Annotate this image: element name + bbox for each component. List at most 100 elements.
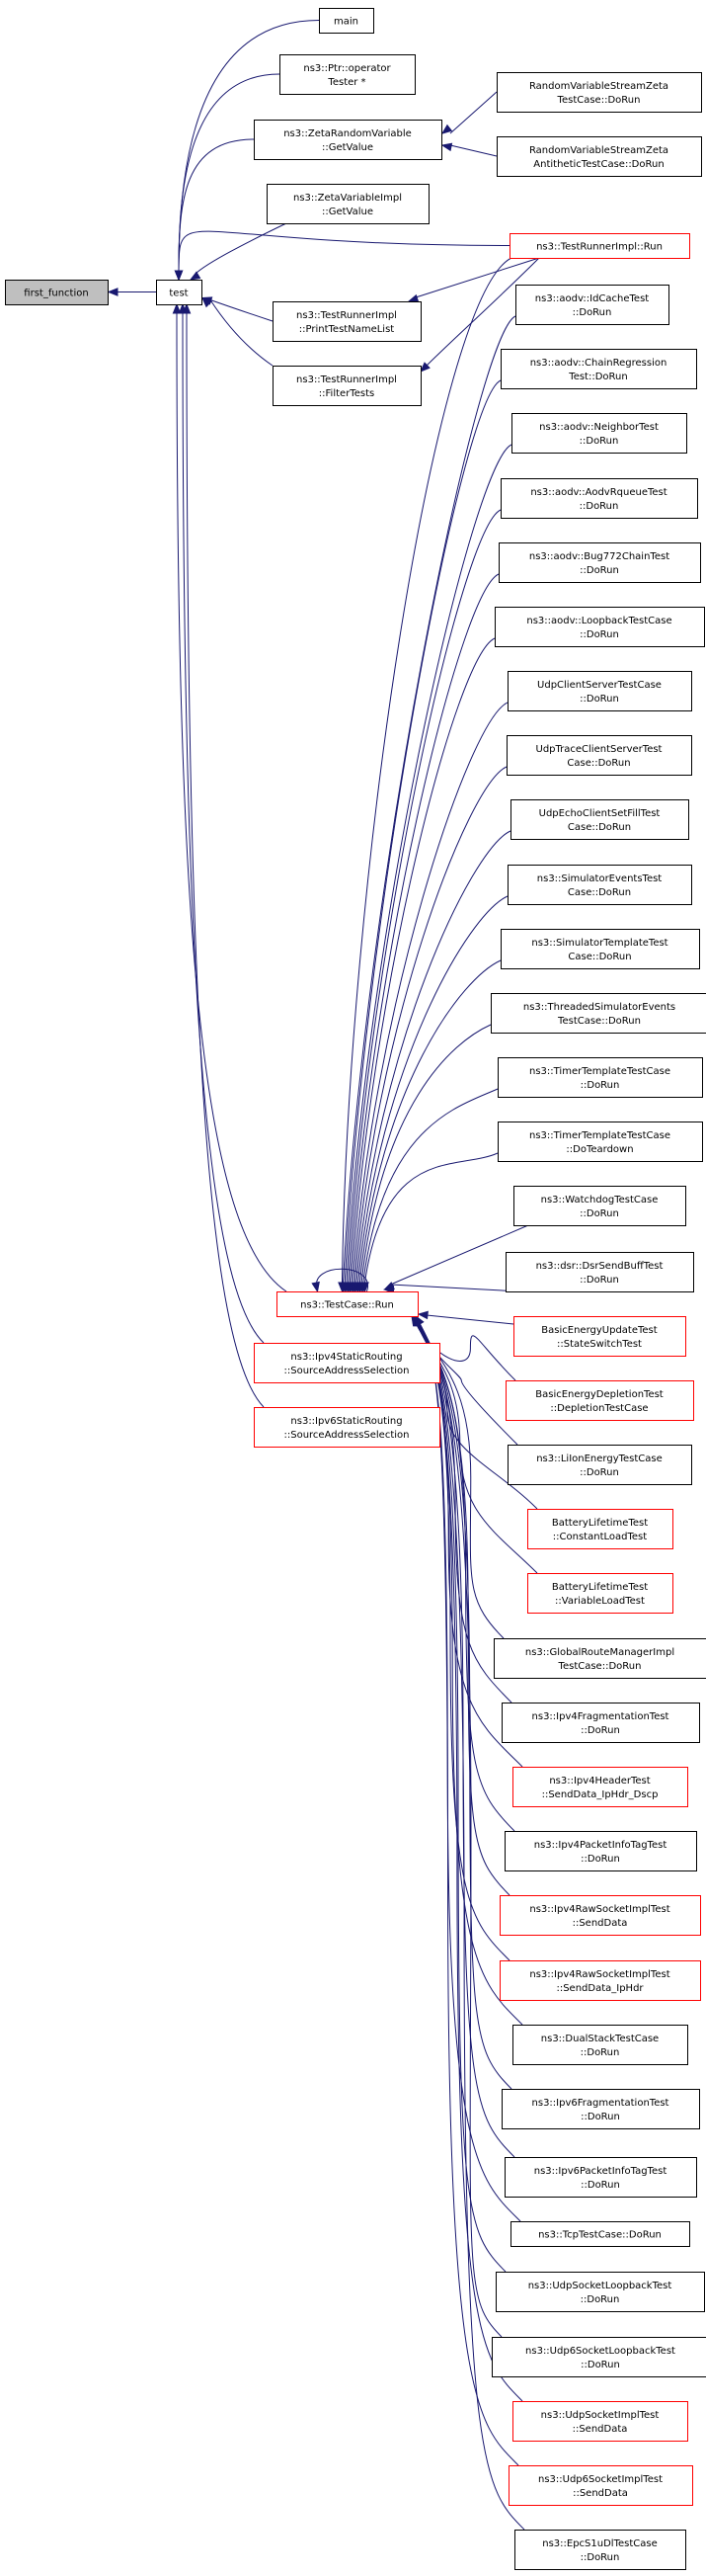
node-basic-energy-update[interactable]: BasicEnergyUpdateTest::StateSwitchTest <box>513 1316 686 1357</box>
arrowhead-icon <box>172 302 182 314</box>
node-label: ns3::Ptr::operator <box>303 63 391 74</box>
node-box <box>497 136 702 177</box>
node-box <box>511 413 687 454</box>
arrowhead-icon <box>420 362 431 373</box>
edge-udp-trace-client-server-to-testcase-run <box>353 766 508 1284</box>
node-box <box>499 542 701 583</box>
node-udp-client-server[interactable]: UdpClientServerTestCase::DoRun <box>508 671 692 711</box>
node-aodv-idcache[interactable]: ns3::aodv::IdCacheTest::DoRun <box>515 285 669 325</box>
node-tcp-testcase[interactable]: ns3::TcpTestCase::DoRun <box>510 2221 690 2247</box>
node-zeta-impl-getvalue[interactable]: ns3::ZetaVariableImpl::GetValue <box>267 184 430 224</box>
node-box <box>319 8 374 34</box>
node-aodv-neighbor[interactable]: ns3::aodv::NeighborTest::DoRun <box>511 413 687 454</box>
node-test[interactable]: test <box>156 280 202 305</box>
node-label: ns3::TestCase::Run <box>300 1300 394 1311</box>
node-epc-s1u-dl[interactable]: ns3::EpcS1uDlTestCase::DoRun <box>514 2530 686 2570</box>
node-label: UdpClientServerTestCase <box>537 680 662 691</box>
node-zeta-rv-getvalue[interactable]: ns3::ZetaRandomVariable::GetValue <box>254 120 442 160</box>
node-ipv4-raw-senddata[interactable]: ns3::Ipv4RawSocketImplTest::SendData <box>500 1895 701 1936</box>
node-ipv4-static-routing[interactable]: ns3::Ipv4StaticRouting::SourceAddressSel… <box>254 1343 440 1383</box>
node-label: ::SendData <box>573 2424 628 2435</box>
node-label: ns3::aodv::Bug772ChainTest <box>529 551 669 562</box>
node-udp6-socket-loopback[interactable]: ns3::Udp6SocketLoopbackTest::DoRun <box>492 2337 706 2377</box>
node-label: first_function <box>24 289 88 299</box>
node-dual-stack[interactable]: ns3::DualStackTestCase::DoRun <box>512 2025 688 2065</box>
arrowhead-icon <box>107 288 118 296</box>
arrowhead-icon <box>182 302 192 314</box>
node-label: RandomVariableStreamZeta <box>529 81 668 92</box>
node-timer-template-teardown[interactable]: ns3::TimerTemplateTestCase::DoTeardown <box>498 1122 703 1162</box>
node-label: ns3::TimerTemplateTestCase <box>529 1066 670 1077</box>
node-label: ns3::Ipv4StaticRouting <box>290 1352 402 1363</box>
node-main[interactable]: main <box>319 8 374 34</box>
node-label: ::DoRun <box>580 1467 619 1478</box>
node-label: ::SendData_IpHdr_Dscp <box>542 1789 659 1800</box>
node-global-route-mgr[interactable]: ns3::GlobalRouteManagerImplTestCase::DoR… <box>494 1638 706 1679</box>
edge-basic-energy-update-to-testcase-run <box>426 1314 514 1325</box>
node-rvs-zeta-antithetic[interactable]: RandomVariableStreamZetaAntitheticTestCa… <box>497 136 702 177</box>
node-box <box>500 1960 701 2001</box>
node-box <box>508 671 692 711</box>
node-filter-tests[interactable]: ns3::TestRunnerImpl::FilterTests <box>273 366 422 406</box>
node-battery-constant[interactable]: BatteryLifetimeTest::ConstantLoadTest <box>527 1509 673 1549</box>
node-box <box>501 478 698 519</box>
node-label: ns3::SimulatorEventsTest <box>537 873 663 884</box>
node-dsr-sendbuff[interactable]: ns3::dsr::DsrSendBuffTest::DoRun <box>506 1252 694 1292</box>
node-label: ::DoRun <box>580 694 619 705</box>
node-label: Case::DoRun <box>568 822 631 833</box>
node-ipv4-header[interactable]: ns3::Ipv4HeaderTest::SendData_IpHdr_Dscp <box>512 1767 688 1807</box>
node-box <box>513 1316 686 1357</box>
node-ipv4-pktinfo[interactable]: ns3::Ipv4PacketInfoTagTest::DoRun <box>505 1831 697 1871</box>
edge-watchdog-to-testcase-run <box>390 1224 529 1286</box>
node-liion-energy[interactable]: ns3::LiIonEnergyTestCase::DoRun <box>508 1445 692 1485</box>
node-box <box>508 865 692 905</box>
node-aodv-rqueue[interactable]: ns3::aodv::AodvRqueueTest::DoRun <box>501 478 698 519</box>
node-print-test-name-list[interactable]: ns3::TestRunnerImpl::PrintTestNameList <box>273 301 422 342</box>
node-udp6-socket-impl[interactable]: ns3::Udp6SocketImplTest::SendData <box>509 2465 693 2506</box>
arrowhead-icon <box>407 293 420 303</box>
edge-ipv6-static-routing-to-test <box>186 312 265 1408</box>
edge-aodv-chain-to-testcase-run <box>344 379 502 1284</box>
node-watchdog[interactable]: ns3::WatchdogTestCase::DoRun <box>513 1186 686 1226</box>
node-ipv6-static-routing[interactable]: ns3::Ipv6StaticRouting::SourceAddressSel… <box>254 1407 440 1448</box>
node-box <box>494 1638 706 1679</box>
node-aodv-bug772[interactable]: ns3::aodv::Bug772ChainTest::DoRun <box>499 542 701 583</box>
node-timer-template-run[interactable]: ns3::TimerTemplateTestCase::DoRun <box>498 1057 703 1098</box>
edge-testcase-run-to-test <box>176 312 287 1292</box>
node-ipv6-pktinfo[interactable]: ns3::Ipv6PacketInfoTagTest::DoRun <box>505 2157 697 2198</box>
node-label: ns3::Ipv6FragmentationTest <box>532 2098 669 2109</box>
node-first-function[interactable]: first_function <box>5 280 109 305</box>
node-aodv-loopback[interactable]: ns3::aodv::LoopbackTestCase::DoRun <box>495 607 705 647</box>
arrowhead-icon <box>201 296 212 308</box>
edge-timer-template-teardown-to-testcase-run <box>364 1152 499 1284</box>
node-basic-energy-depletion[interactable]: BasicEnergyDepletionTest::DepletionTestC… <box>506 1380 694 1421</box>
node-testrunner-run[interactable]: ns3::TestRunnerImpl::Run <box>510 233 690 259</box>
node-box <box>502 2089 700 2129</box>
node-label: BasicEnergyUpdateTest <box>541 1325 657 1336</box>
node-ipv6-frag[interactable]: ns3::Ipv6FragmentationTest::DoRun <box>502 2089 700 2129</box>
node-udp-socket-impl[interactable]: ns3::UdpSocketImplTest::SendData <box>512 2401 688 2442</box>
node-udp-socket-loopback[interactable]: ns3::UdpSocketLoopbackTest::DoRun <box>496 2272 705 2312</box>
node-battery-variable[interactable]: BatteryLifetimeTest::VariableLoadTest <box>527 1573 673 1614</box>
node-ipv4-frag[interactable]: ns3::Ipv4FragmentationTest::DoRun <box>502 1703 700 1743</box>
node-threaded-sim[interactable]: ns3::ThreadedSimulatorEventsTestCase::Do… <box>491 993 706 1034</box>
node-label: ns3::Ipv4RawSocketImplTest <box>529 1969 669 1980</box>
node-label: ns3::aodv::LoopbackTestCase <box>526 616 671 626</box>
node-label: test <box>169 289 188 299</box>
node-ipv4-raw-senddata-iphdr[interactable]: ns3::Ipv4RawSocketImplTest::SendData_IpH… <box>500 1960 701 2001</box>
node-testcase-run[interactable]: ns3::TestCase::Run <box>276 1291 419 1317</box>
arrowhead-icon <box>360 1282 369 1293</box>
node-label: ns3::Ipv6StaticRouting <box>290 1416 402 1427</box>
node-box <box>491 993 706 1034</box>
node-box <box>254 1407 440 1448</box>
node-label: ::DoRun <box>573 307 612 318</box>
node-label: ::DoRun <box>580 629 619 640</box>
node-label: ns3::Udp6SocketImplTest <box>538 2474 663 2485</box>
